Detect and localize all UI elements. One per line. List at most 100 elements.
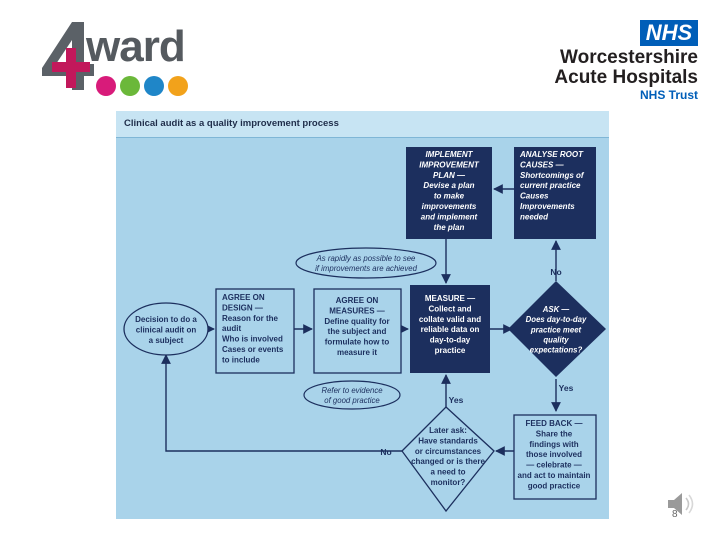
4ward-value-icons: [96, 76, 188, 96]
text-line: IMPLEMENT: [425, 150, 473, 159]
text-line: to make: [434, 192, 465, 201]
text-line: Refer to evidence: [321, 386, 383, 395]
trust-line-1: Worcestershire: [560, 47, 698, 68]
node-feed-back: [513, 414, 597, 500]
text-line: Cases or events: [222, 345, 284, 354]
node-decision: [123, 302, 209, 356]
text-line: needed: [520, 212, 549, 221]
label-yes-right: Yes: [559, 383, 574, 393]
text-line: or circumstances: [415, 447, 482, 456]
text-line: IMPROVEMENT: [419, 160, 480, 169]
text-line: changed or is there: [411, 457, 485, 466]
text-line: As rapidly as possible to see: [316, 254, 416, 263]
text-line: quality: [543, 335, 569, 344]
text-line: to include: [222, 355, 260, 364]
label-no-bottom: No: [380, 447, 391, 457]
text-line: audit: [222, 324, 241, 333]
text-line: Later ask:: [429, 426, 467, 435]
node-measure: [410, 285, 490, 373]
text-line: Who is involved: [222, 335, 283, 344]
text-line: monitor?: [431, 478, 466, 487]
4ward-logo-mark: [42, 22, 94, 90]
text-line: practice meet: [530, 325, 582, 334]
slide-number: 8: [672, 509, 678, 520]
text-line: AGREE ON: [336, 296, 379, 305]
note-rapidly: [295, 247, 437, 279]
text-line: a need to: [430, 468, 465, 477]
text-line: the plan: [434, 223, 465, 232]
text-line: findings with: [529, 440, 578, 449]
text-line: Devise a plan: [423, 181, 474, 190]
text-line: AGREE ON: [222, 293, 265, 302]
text-line: collate valid and: [419, 315, 481, 324]
text-line: and implement: [421, 212, 478, 221]
text-line: if improvements are achieved: [315, 264, 418, 273]
node-agree-design: [215, 288, 295, 374]
flowchart-title: Clinical audit as a quality improvement …: [124, 118, 339, 129]
text-line: improvements: [422, 202, 477, 211]
text-line: MEASURE —: [425, 294, 475, 303]
text-line: Decision to do a: [135, 315, 197, 324]
text-line: CAUSES —: [520, 160, 565, 169]
text-line: PLAN —: [433, 171, 466, 180]
text-line: current practice: [520, 181, 581, 190]
audit-flowchart: Clinical audit as a quality improvement …: [116, 111, 609, 519]
text-line: the subject and: [328, 327, 387, 336]
text-line: Define quality for: [324, 317, 389, 326]
text-line: practice: [435, 346, 466, 355]
text-line: MEASURES —: [329, 306, 385, 315]
text-line: formulate how to: [325, 338, 390, 347]
text-line: good practice: [528, 481, 581, 490]
trust-name: Worcestershire Acute Hospitals: [554, 48, 698, 88]
text-line: Reason for the: [222, 314, 279, 323]
text-line: — celebrate —: [526, 461, 582, 470]
label-yes-mid: Yes: [449, 395, 464, 405]
flowchart-header: Clinical audit as a quality improvement …: [116, 111, 609, 138]
note-evidence: [303, 380, 401, 410]
text-line: Share the: [536, 429, 573, 438]
text-line: day-to-day: [430, 336, 471, 345]
label-no-top: No: [550, 267, 561, 277]
node-later-text: Later ask:Have standards or circumstances…: [411, 426, 485, 487]
value-icon-pink: [96, 76, 116, 96]
trust-subtitle: NHS Trust: [639, 88, 698, 102]
text-line: DESIGN —: [222, 303, 263, 312]
node-later-ask-diamond: [401, 406, 495, 513]
node-implement-plan: [406, 147, 492, 239]
node-agree-measures: [313, 288, 402, 374]
text-line: clinical audit on: [136, 325, 197, 334]
nhs-logo: NHS: [640, 20, 698, 46]
text-line: a subject: [149, 336, 184, 345]
text-line: Causes: [520, 192, 549, 201]
text-line: Have standards: [418, 436, 478, 445]
text-line: those involved: [526, 450, 582, 459]
text-line: Does day-to-day: [526, 315, 587, 324]
trust-line-2: Acute Hospitals: [554, 67, 698, 88]
value-icon-blue: [144, 76, 164, 96]
text-line: ANALYSE ROOT: [519, 150, 584, 159]
text-line: Improvements: [520, 202, 575, 211]
text-line: expectations?: [530, 346, 583, 355]
text-line: of good practice: [324, 396, 380, 405]
text-line: Collect and: [428, 304, 471, 313]
text-line: measure it: [337, 348, 377, 357]
node-analyse-root-causes: [514, 147, 596, 239]
value-icon-green: [120, 76, 140, 96]
speaker-icon[interactable]: [664, 488, 704, 520]
text-line: Shortcomings of: [520, 171, 585, 180]
4ward-logo-word: ward: [86, 22, 186, 71]
text-line: ASK —: [542, 305, 570, 314]
value-icon-orange: [168, 76, 188, 96]
text-line: FEED BACK —: [526, 419, 583, 428]
